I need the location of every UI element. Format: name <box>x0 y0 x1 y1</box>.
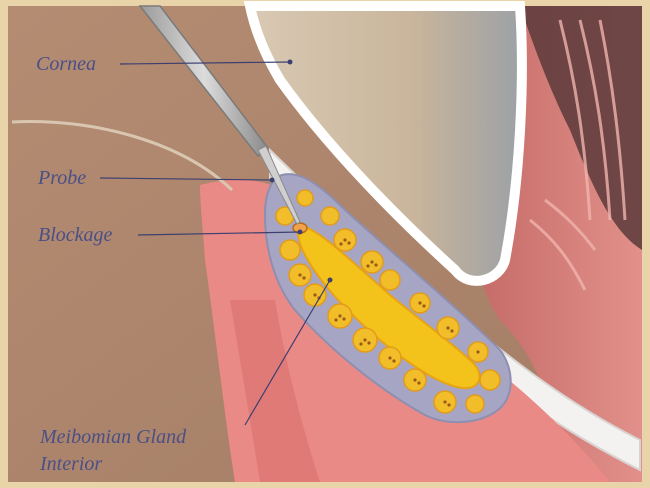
label-cornea: Cornea <box>36 53 96 75</box>
label-gland-line2: Interior <box>39 453 102 475</box>
label-gland-line1: Meibomian Gland <box>39 426 187 448</box>
label-blockage: Blockage <box>38 224 113 246</box>
label-probe: Probe <box>37 167 86 189</box>
